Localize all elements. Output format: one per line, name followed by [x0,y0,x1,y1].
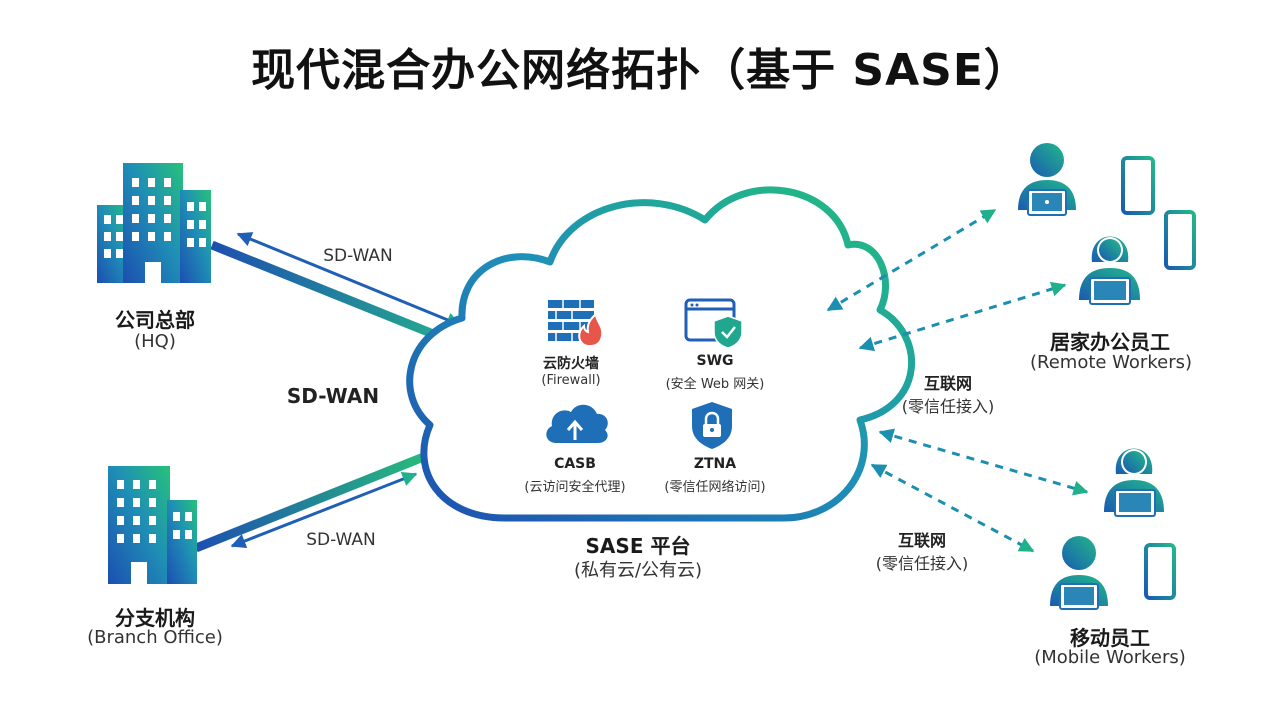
mobile-link-sublabel: (零信任接入) [875,554,969,573]
remote-worker-1-icon [1018,143,1076,216]
remote-workers-sublabel: (Remote Workers) [1029,352,1192,373]
mobile-worker-1-icon [1104,448,1164,517]
sase-platform-label: SASE 平台 [585,534,691,558]
service-ztna-sublabel: (零信任网络访问) [664,480,766,495]
lock-shield-icon [692,402,732,449]
mobile-link-arrow-2 [870,463,1035,553]
mobile-link-label: 互联网 [897,531,946,550]
remote-phone-1-icon [1121,156,1155,215]
service-casb-sublabel: (云访问安全代理) [524,480,626,495]
page-title: 现代混合办公网络拓扑（基于 SASE） [251,45,1029,96]
hq-label: 公司总部 [115,308,195,332]
branch-building-icon [108,466,197,584]
sase-platform-sublabel: (私有云/公有云) [573,560,703,581]
branch-label: 分支机构 [115,606,195,630]
middle-link-label: SD-WAN [286,384,380,408]
service-swg-sublabel: (安全 Web 网关) [665,377,765,392]
hq-sdwan-arrow [236,232,462,327]
mobile-worker-2-icon [1050,536,1108,610]
service-firewall-sublabel: (Firewall) [541,373,601,388]
service-firewall-label: 云防火墙 [543,356,599,372]
mobile-workers-sublabel: (Mobile Workers) [1034,647,1186,668]
service-casb-label: CASB [554,456,596,472]
remote-link-arrow-1 [826,208,997,312]
remote-phone-2-icon [1164,210,1196,270]
remote-link-label: 互联网 [923,374,972,393]
remote-link-arrow-2 [858,281,1067,352]
branch-sublabel: (Branch Office) [87,627,223,648]
service-ztna-label: ZTNA [693,456,737,472]
mobile-phone-icon [1144,543,1176,600]
hq-building-icon [97,163,211,283]
remote-worker-2-icon [1079,236,1140,305]
cloud-upload-icon [546,404,608,443]
firewall-icon [548,300,604,348]
service-swg-label: SWG [696,353,734,369]
remote-workers-label: 居家办公员工 [1050,330,1170,354]
mobile-link-arrow-1 [878,428,1089,496]
sase-cloud [406,186,915,522]
remote-link-sublabel: (零信任接入) [901,397,995,416]
hq-sublabel: (HQ) [134,331,176,352]
browser-shield-icon [684,298,743,349]
branch-sdwan-arrow [230,471,418,549]
branch-link-label: SD-WAN [306,530,376,550]
mobile-workers-label: 移动员工 [1070,626,1150,650]
hq-link-label: SD-WAN [323,246,393,266]
